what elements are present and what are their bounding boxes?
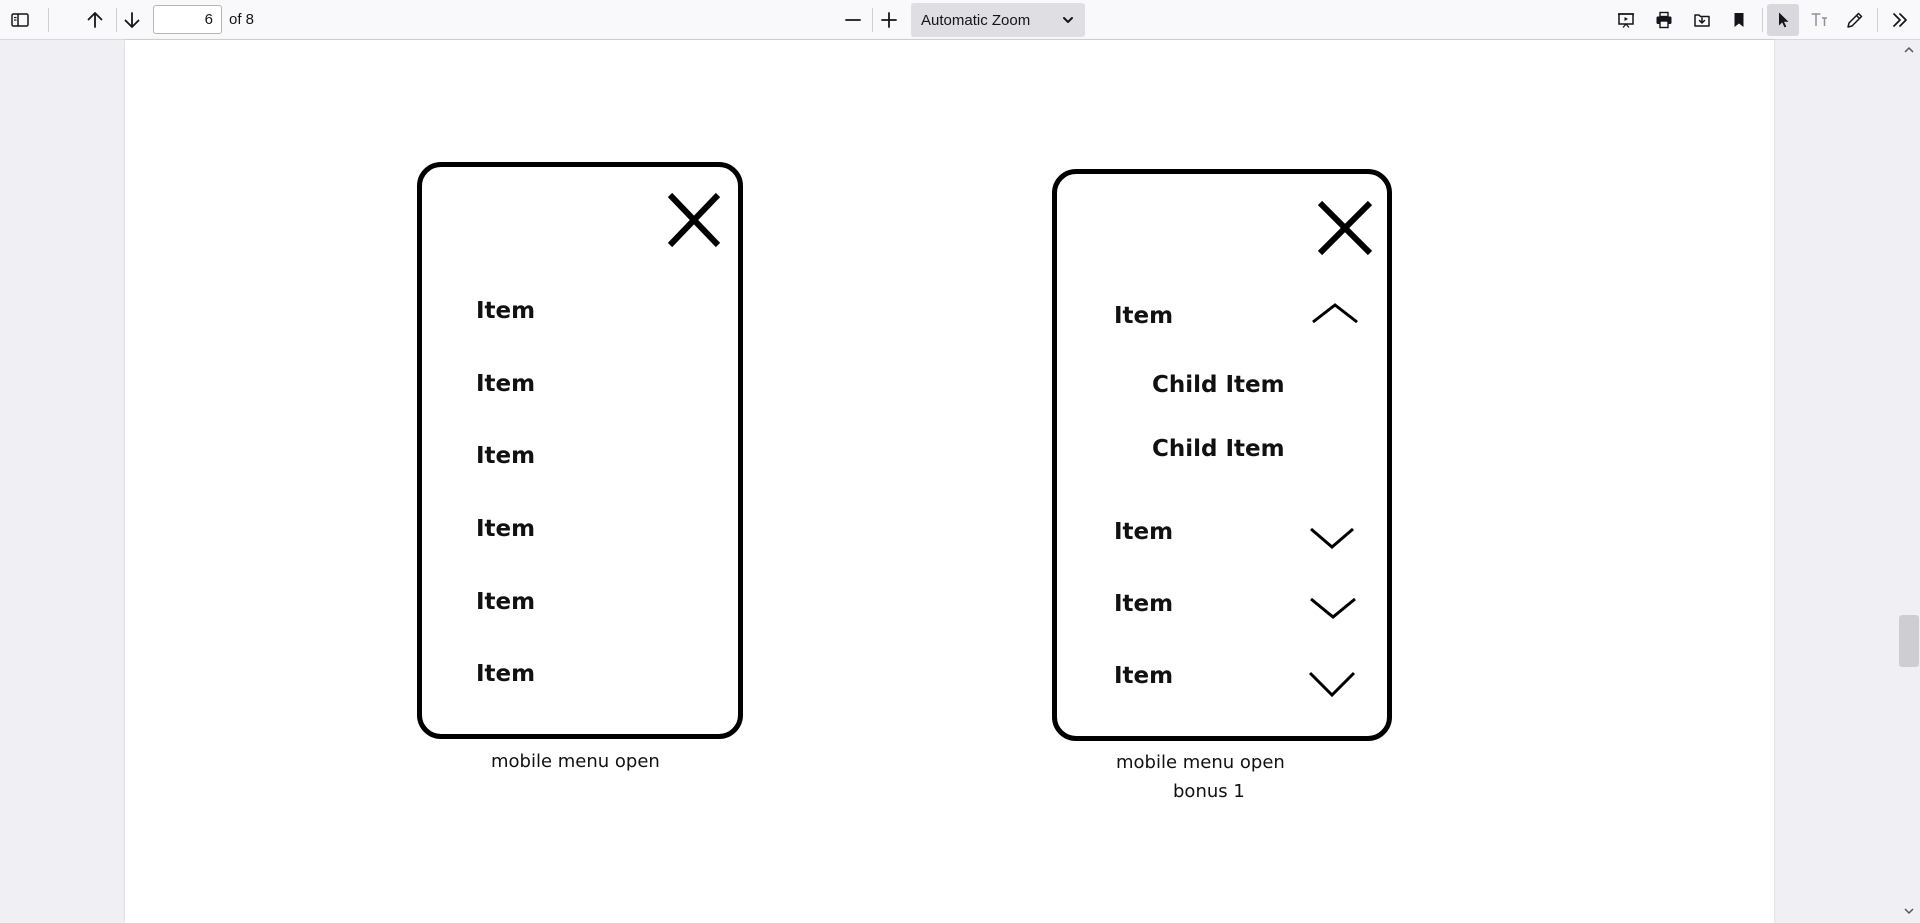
menu-item: Item bbox=[476, 371, 536, 397]
page-number-input[interactable] bbox=[153, 5, 222, 34]
wireframe-caption: mobile menu open bbox=[491, 751, 660, 772]
zoom-in-button[interactable] bbox=[873, 4, 905, 36]
scroll-up-arrow-icon[interactable] bbox=[1901, 42, 1917, 58]
toolbar-separator bbox=[1762, 8, 1763, 32]
document-viewer[interactable]: Item Item Item Item Item Item mobile men… bbox=[0, 40, 1920, 923]
next-page-button[interactable] bbox=[116, 4, 148, 36]
zoom-out-button[interactable] bbox=[837, 4, 869, 36]
close-icon bbox=[1317, 200, 1373, 256]
menu-item: Item bbox=[1114, 663, 1174, 689]
menu-item: Item bbox=[1114, 303, 1174, 329]
cursor-tool-button[interactable] bbox=[1767, 4, 1799, 36]
zoom-in-icon bbox=[881, 12, 897, 28]
more-tools-button[interactable] bbox=[1884, 4, 1916, 36]
toolbar-separator bbox=[1877, 8, 1878, 32]
print-button[interactable] bbox=[1648, 4, 1680, 36]
menu-item: Item bbox=[1114, 519, 1174, 545]
toolbar-separator bbox=[872, 8, 873, 32]
chevron-down-icon bbox=[1310, 527, 1354, 549]
arrow-down-icon bbox=[124, 12, 140, 28]
vertical-scrollbar[interactable] bbox=[1896, 40, 1920, 923]
menu-item: Item bbox=[1114, 591, 1174, 617]
chevron-down-icon bbox=[1308, 671, 1356, 698]
arrow-up-icon bbox=[87, 12, 103, 28]
wireframe-caption: bonus 1 bbox=[1173, 781, 1245, 802]
toolbar-separator bbox=[48, 8, 49, 32]
menu-item: Item bbox=[476, 589, 536, 615]
chevron-down-icon bbox=[1310, 597, 1356, 619]
child-menu-item: Child Item bbox=[1152, 436, 1285, 462]
text-tool-button[interactable] bbox=[1803, 4, 1835, 36]
chevron-down-icon bbox=[1063, 17, 1073, 23]
chevron-up-icon bbox=[1312, 303, 1358, 324]
presentation-mode-button[interactable] bbox=[1610, 4, 1642, 36]
scroll-down-arrow-icon[interactable] bbox=[1901, 903, 1917, 919]
child-menu-item: Child Item bbox=[1152, 372, 1285, 398]
presentation-icon bbox=[1618, 13, 1634, 28]
draw-tool-button[interactable] bbox=[1839, 4, 1871, 36]
menu-item: Item bbox=[476, 443, 536, 469]
zoom-out-icon bbox=[845, 19, 861, 21]
save-button[interactable] bbox=[1686, 4, 1718, 36]
bookmark-button[interactable] bbox=[1723, 4, 1755, 36]
zoom-select-value: Automatic Zoom bbox=[921, 11, 1031, 29]
mobile-menu-wireframe bbox=[417, 162, 743, 739]
save-icon bbox=[1694, 14, 1710, 27]
wireframe-caption: mobile menu open bbox=[1116, 752, 1285, 773]
text-tool-icon bbox=[1811, 13, 1827, 26]
pdf-page: Item Item Item Item Item Item mobile men… bbox=[125, 40, 1774, 923]
scrollbar-thumb[interactable] bbox=[1899, 615, 1919, 667]
cursor-icon bbox=[1779, 12, 1789, 28]
sidebar-toggle-icon bbox=[11, 13, 29, 27]
zoom-select[interactable]: Automatic Zoom bbox=[911, 3, 1085, 37]
close-icon bbox=[667, 192, 721, 248]
print-icon bbox=[1656, 11, 1672, 29]
bookmark-icon bbox=[1734, 13, 1744, 27]
page-count-label: of 8 bbox=[229, 11, 255, 28]
menu-item: Item bbox=[476, 298, 536, 324]
pdf-toolbar: of 8 Automatic Zoom bbox=[0, 0, 1920, 40]
mobile-menu-wireframe-bonus bbox=[1052, 169, 1392, 741]
toolbar-separator bbox=[116, 8, 117, 32]
previous-page-button[interactable] bbox=[79, 4, 111, 36]
sidebar-toggle-button[interactable] bbox=[4, 4, 36, 36]
more-tools-icon bbox=[1893, 13, 1907, 27]
menu-item: Item bbox=[476, 661, 536, 687]
draw-icon bbox=[1847, 12, 1863, 28]
menu-item: Item bbox=[476, 516, 536, 542]
